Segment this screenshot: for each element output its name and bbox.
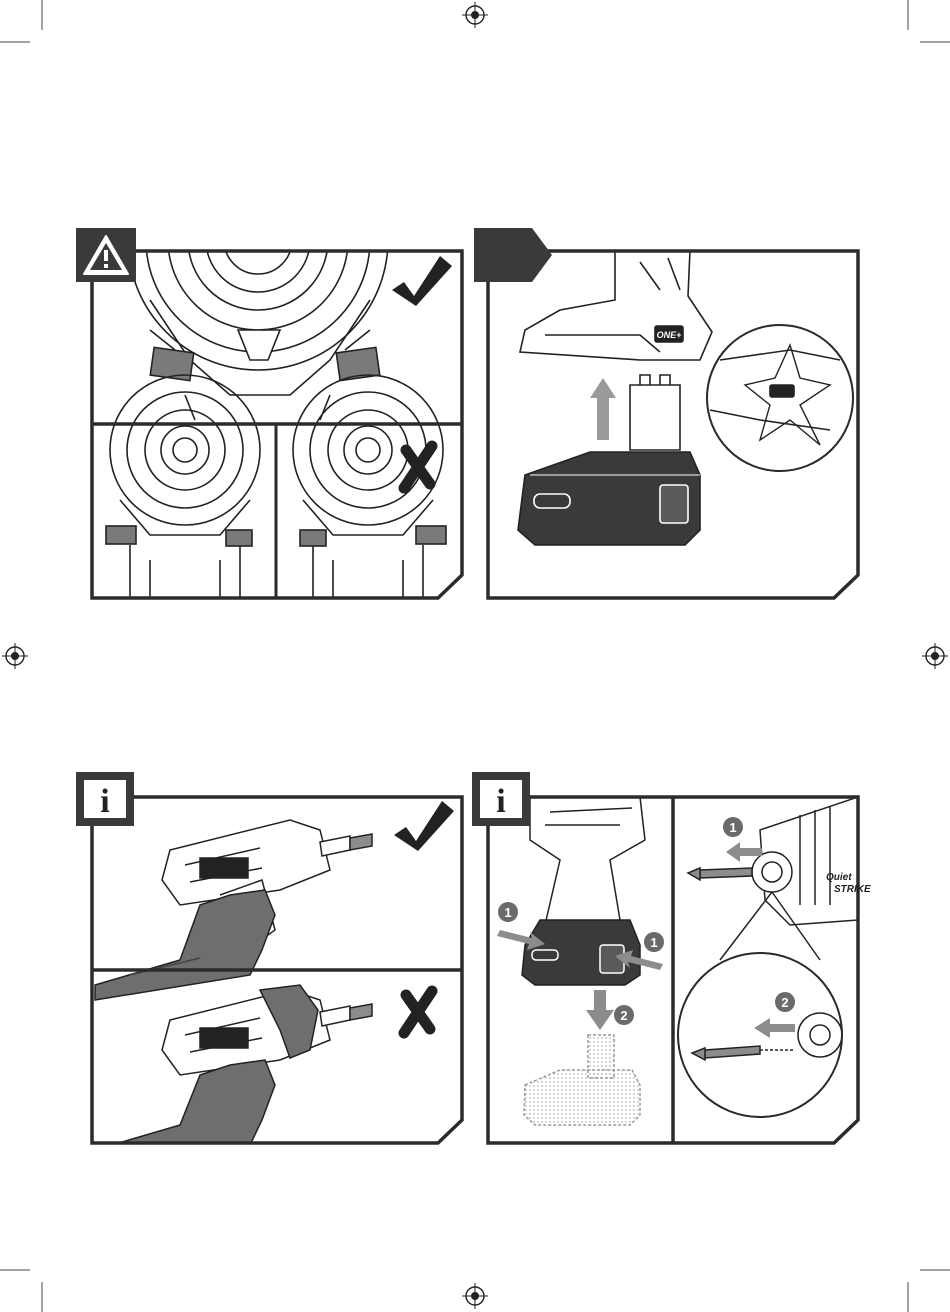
crosshair-icon: [922, 643, 948, 669]
step-arrow-icon: [474, 228, 552, 282]
crosshair-icon: [2, 643, 28, 669]
step-number: 2: [620, 1008, 627, 1023]
battery-bit-illustrations: [497, 797, 858, 1125]
cross-mark-icon: [404, 446, 432, 488]
step-badge: 1: [498, 902, 518, 922]
latch-illustrations: [106, 110, 446, 598]
info-icon: i: [76, 772, 134, 826]
battery-removal-panel: ONE+: [474, 228, 858, 598]
check-mark-icon: [394, 801, 454, 851]
info-letter: i: [100, 783, 109, 820]
battery-bit-info-panel: i 1 1 2 1 2 Quiet STRIKE: [472, 772, 871, 1143]
step-badge: 1: [644, 932, 664, 952]
check-mark-icon: [392, 256, 452, 306]
step-number: 1: [729, 820, 736, 835]
brand-text-strike: STRIKE: [834, 884, 871, 895]
cross-mark-icon: [404, 991, 432, 1033]
ghost-battery: [524, 1035, 640, 1125]
step-number: 1: [504, 905, 511, 920]
brand-text-quiet: Quiet: [826, 872, 852, 883]
step-badge: 1: [723, 817, 743, 837]
step-badge: 2: [775, 992, 795, 1012]
info-icon: i: [472, 772, 530, 826]
battery-illustration: ONE+: [518, 250, 853, 545]
drill-grip-illustrations: [95, 820, 372, 1165]
one-plus-logo: ONE+: [657, 330, 683, 340]
step-number: 1: [650, 935, 657, 950]
crosshair-icon: [462, 1283, 488, 1309]
arrow-down-icon: [586, 990, 614, 1030]
grip-info-panel: i: [76, 772, 462, 1165]
crosshair-icon: [462, 2, 488, 28]
step-number: 2: [781, 995, 788, 1010]
arrow-up-icon: [590, 378, 616, 440]
warning-panel: [76, 110, 462, 598]
step-badge: 2: [614, 1005, 634, 1025]
info-letter: i: [496, 783, 505, 820]
